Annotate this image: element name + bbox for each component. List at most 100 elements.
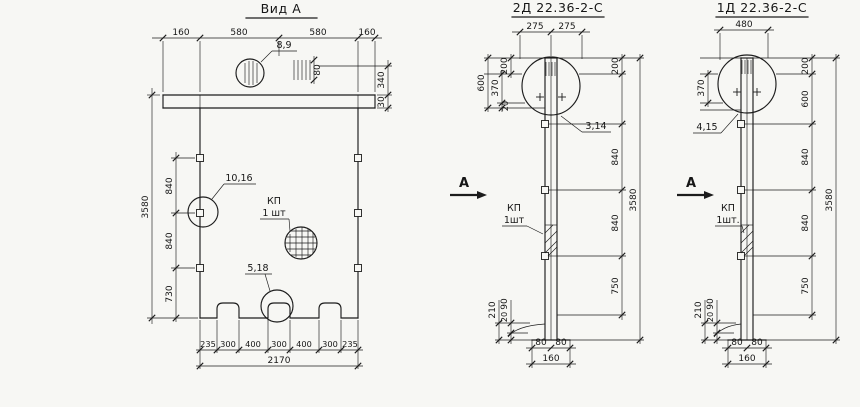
dim-80-left: 80: [535, 338, 547, 348]
kp-label-line2: 1шт: [504, 215, 525, 226]
detail-label-10-16: 10,16: [225, 173, 252, 184]
dim-20: 20: [499, 312, 509, 322]
col-1d-body: [700, 57, 767, 341]
col-1d-top-dim: 480: [714, 20, 774, 60]
dim-top-160-right: 160: [358, 28, 375, 38]
embedded-plates: [196, 154, 362, 272]
dim-80-left: 80: [731, 338, 743, 348]
col-1d-detail-label: 4,15: [693, 113, 739, 134]
col-1d-bottom-left-dims: 210 90 20: [694, 298, 741, 344]
left-dimension-lines: 3580 840 840 730: [141, 88, 198, 324]
dim-height-total: 3580: [825, 188, 835, 211]
dim-210: 210: [488, 301, 498, 318]
drawing-view-a: Вид А: [141, 1, 392, 370]
detail-circle-mid: [187, 196, 219, 228]
bottom-dimension-lines: 235 300 400 300 400 300 235 2170: [196, 320, 363, 370]
dim-bottom-235-2: 235: [342, 339, 358, 349]
col-2d-left-dims: 200 370 20 600: [477, 54, 545, 112]
col-2d-kp-label: КП 1шт: [502, 203, 544, 235]
detail-label-4-15: 4,15: [696, 122, 717, 133]
dim-200-left: 200: [500, 57, 510, 74]
dim-160-total: 160: [542, 354, 559, 364]
dim-bottom-400-1: 400: [245, 339, 261, 349]
dim-840-2: 840: [611, 214, 621, 231]
dim-top-160-left: 160: [172, 28, 189, 38]
dim-80-right: 80: [555, 338, 567, 348]
col-1d-left-dims: 370: [697, 57, 741, 107]
view-a-title: Вид А: [261, 1, 302, 16]
detail-label-5-18: 5,18: [247, 263, 268, 274]
detail-circle-top: [235, 58, 265, 88]
dim-bottom-300-3: 300: [322, 339, 338, 349]
dim-bottom-235-1: 235: [200, 339, 216, 349]
kp-label-line1: КП: [267, 196, 281, 207]
col-1d-detail-circle: [717, 54, 777, 114]
col-2d-right-dims: 200 840 840 750 3580: [557, 54, 644, 344]
dim-left-730: 730: [165, 285, 175, 302]
top-dimension-line: 160 580 580 160: [152, 28, 382, 92]
col-1d-bottom-dims: 80 80 160: [722, 338, 772, 368]
drawing-col-1d: 1Д 22.36-2-С 480: [677, 0, 840, 368]
dim-left-840-2: 840: [165, 232, 175, 249]
section-marker-a: А: [459, 176, 469, 191]
right-dimension-line: 340 30: [318, 60, 392, 112]
anchor-loops: 80: [293, 56, 323, 84]
dim-600-left: 600: [477, 74, 487, 91]
dim-200-right: 200: [611, 57, 621, 74]
detail-labels: 8,9 10,16 КП 1 шт 5,18: [211, 40, 297, 292]
dim-20: 20: [705, 312, 715, 322]
detail-circle-bottom: [260, 289, 294, 323]
dim-370-left: 370: [491, 79, 501, 96]
col-1d-title: 1Д 22.36-2-С: [717, 0, 807, 15]
col-2d-section-marker: А: [450, 176, 487, 199]
col-1d-kp-hatch: [740, 224, 754, 257]
dim-200-right: 200: [801, 57, 811, 74]
dim-20-left: 20: [500, 101, 510, 111]
dim-90: 90: [706, 298, 716, 310]
col-2d-body: [484, 57, 571, 341]
dim-480: 480: [735, 20, 752, 30]
dim-bottom-300-2: 300: [271, 339, 287, 349]
dim-600-right: 600: [801, 90, 811, 107]
dim-275-right: 275: [558, 22, 575, 32]
dim-210: 210: [694, 301, 704, 318]
dim-bottom-total: 2170: [268, 356, 291, 366]
kp-label-line2: 1шт.: [716, 215, 739, 226]
dim-height-total: 3580: [141, 195, 151, 218]
dim-bottom-300-1: 300: [220, 339, 236, 349]
col-2d-bottom-dims: 80 80 160: [526, 338, 576, 368]
dim-750: 750: [611, 277, 621, 294]
col-2d-detail-circle: [521, 56, 581, 116]
section-marker-a: А: [686, 176, 696, 191]
col-1d-kp-label: КП 1шт.: [715, 203, 745, 234]
dim-750: 750: [801, 277, 811, 294]
col-2d-title: 2Д 22.36-2-С: [513, 0, 603, 15]
col-1d-section-marker: А: [677, 176, 714, 199]
detail-label-3-14: 3,14: [585, 121, 606, 132]
hatched-circle-kp: [284, 226, 318, 260]
dim-80-right: 80: [751, 338, 763, 348]
kp-label-line1: КП: [507, 203, 521, 214]
detail-label-8-9: 8,9: [276, 40, 291, 51]
col-2d-bottom-left-dims: 210 90 20: [488, 298, 545, 344]
dim-height-total: 3580: [629, 188, 639, 211]
dim-840-1: 840: [611, 148, 621, 165]
dim-840-1: 840: [801, 148, 811, 165]
kp-label-line1: КП: [721, 203, 735, 214]
col-1d-right-dims: 200 600 840 840 750 3580: [753, 54, 840, 344]
dim-top-580-left: 580: [230, 28, 247, 38]
dim-275-left: 275: [526, 22, 543, 32]
col-2d-kp-hatch: [544, 224, 558, 257]
dim-left-840-1: 840: [165, 177, 175, 194]
dim-90: 90: [500, 298, 510, 310]
dim-160-total: 160: [738, 354, 755, 364]
kp-label-line2: 1 шт: [262, 208, 286, 219]
dim-840-2: 840: [801, 214, 811, 231]
dim-370-left: 370: [697, 79, 707, 96]
dim-bottom-400-2: 400: [296, 339, 312, 349]
col-2d-top-dim: 275 275: [512, 22, 590, 59]
loop-height-dim: 80: [313, 64, 323, 76]
dim-top-580-right: 580: [309, 28, 326, 38]
